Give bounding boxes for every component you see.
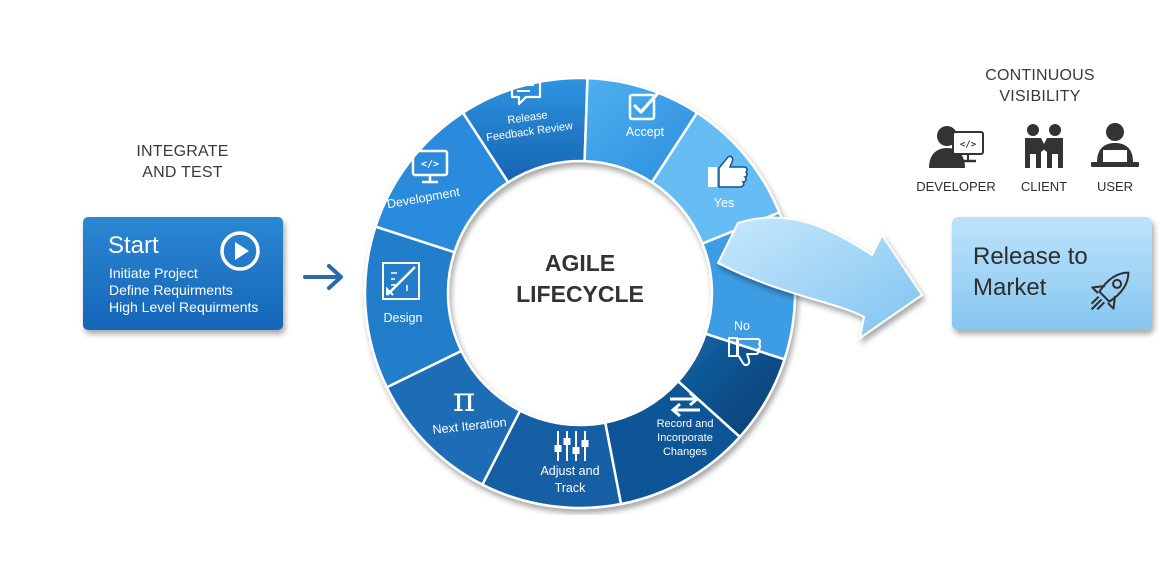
- adjust-track-line2: Track: [555, 481, 587, 495]
- play-icon[interactable]: [219, 230, 261, 272]
- continuous-heading-line2: VISIBILITY: [999, 88, 1081, 105]
- no-label: No: [734, 319, 750, 333]
- thumbs-down-icon: [728, 337, 762, 367]
- release-title: Release to Market: [973, 241, 1103, 303]
- adjust-track-line1: Adjust and: [540, 464, 599, 478]
- developer-label: DEVELOPER: [916, 179, 996, 194]
- design-label: Design: [384, 311, 423, 325]
- svg-text:</>: </>: [960, 140, 977, 150]
- swap-arrows-icon: [670, 391, 700, 418]
- integrate-heading-line2: AND TEST: [142, 164, 223, 181]
- record-changes-line1: Record and: [657, 418, 714, 430]
- release-arrow: [716, 216, 924, 341]
- yes-step: Yes: [708, 155, 748, 210]
- release-to-market-box[interactable]: Release to Market: [952, 217, 1152, 330]
- user-label: USER: [1096, 179, 1134, 194]
- persona-developer: </> DEVELOPER: [912, 122, 1000, 194]
- handshake-icon: [1025, 124, 1063, 168]
- release-title-line2: Market: [973, 274, 1047, 301]
- integrate-test-heading: INTEGRATE AND TEST: [110, 141, 255, 183]
- release-feedback-line1: Release: [507, 109, 549, 127]
- client-label: CLIENT: [1020, 179, 1068, 194]
- release-title-line1: Release to: [973, 243, 1088, 270]
- developer-icon: </>: [929, 126, 984, 168]
- right-arrow-icon: [303, 264, 343, 290]
- record-changes-step: Record and Incorporate Changes: [657, 391, 714, 458]
- continuous-heading-line1: CONTINUOUS: [985, 67, 1095, 84]
- sliders-icon: [554, 431, 589, 461]
- ring-segment-development: [373, 110, 510, 254]
- accept-step: Accept: [626, 91, 665, 139]
- chat-icon: [510, 77, 542, 106]
- center-title-line1: AGILE: [545, 250, 615, 276]
- pi-icon: π: [453, 380, 475, 420]
- continuous-visibility-heading: CONTINUOUS VISIBILITY: [960, 65, 1120, 107]
- code-monitor-icon: </>: [411, 149, 449, 184]
- record-changes-line2: Incorporate: [657, 432, 713, 444]
- start-step: Initiate Project: [109, 265, 198, 281]
- ruler-pencil-icon: [382, 262, 420, 300]
- yes-label: Yes: [714, 196, 734, 210]
- persona-client: CLIENT: [1010, 122, 1078, 194]
- center-title-line2: LIFECYCLE: [516, 281, 644, 307]
- adjust-track-step: Adjust and Track: [540, 431, 600, 495]
- start-step: High Level Requirments: [109, 299, 259, 315]
- integrate-heading-line1: INTEGRATE: [136, 143, 229, 160]
- svg-text:</>: </>: [421, 159, 439, 170]
- thumbs-up-icon: [708, 155, 748, 188]
- no-step: No: [728, 319, 762, 367]
- rocket-icon: [1090, 271, 1130, 311]
- start-step: Define Requirments: [109, 282, 233, 298]
- start-steps-list: Initiate Project Define Requirments High…: [109, 265, 258, 316]
- record-changes-line3: Changes: [663, 446, 708, 458]
- agile-cycle-diagram: AGILE LIFECYCLE Release Feedback Review …: [363, 76, 924, 510]
- start-title: Start: [108, 232, 159, 259]
- accept-label: Accept: [626, 125, 665, 139]
- start-box[interactable]: Start Initiate Project Define Requirment…: [83, 217, 283, 330]
- persona-user: USER: [1080, 122, 1150, 194]
- user-laptop-icon: [1091, 123, 1139, 167]
- design-step: Design: [382, 262, 423, 325]
- checkbox-icon: [628, 91, 660, 121]
